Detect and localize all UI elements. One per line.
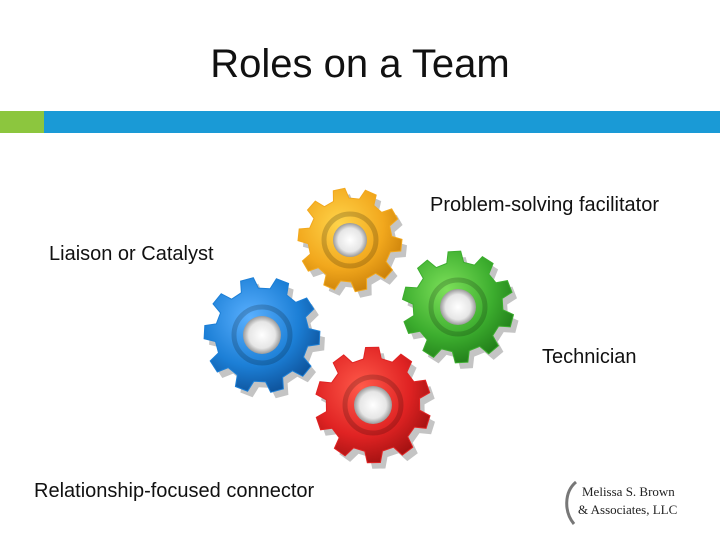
blue-gear xyxy=(203,277,325,399)
role-label-liaison: Liaison or Catalyst xyxy=(49,243,214,265)
logo-line-1: Melissa S. Brown xyxy=(582,484,675,499)
role-label-relationship: Relationship-focused connector xyxy=(34,480,315,502)
red-gear xyxy=(315,346,435,469)
logo-swoosh-icon xyxy=(565,480,578,525)
accent-bar-blue xyxy=(44,111,720,133)
company-logo: Melissa S. Brown & Associates, LLC xyxy=(560,478,700,528)
yellow-gear xyxy=(297,187,407,298)
green-gear xyxy=(401,250,519,369)
role-label-problem-solving: Problem-solving facilitator xyxy=(430,194,659,216)
slide-title: Roles on a Team xyxy=(210,42,510,86)
role-label-technician: Technician xyxy=(542,346,637,368)
logo-line-2: & Associates, LLC xyxy=(578,502,678,517)
accent-bar-green xyxy=(0,111,44,133)
